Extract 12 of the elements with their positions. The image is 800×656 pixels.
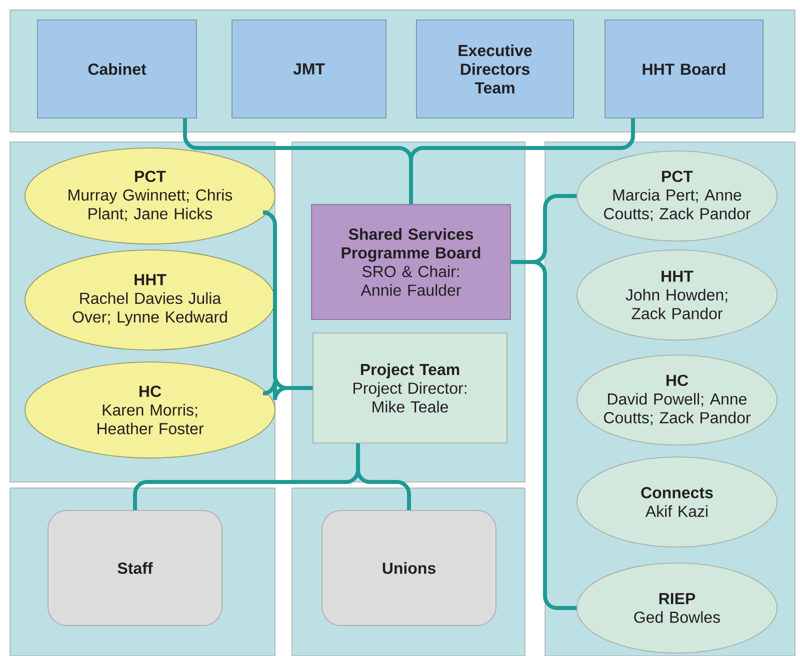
- connector: [356, 443, 411, 510]
- process-box: Executive Directors Team: [416, 20, 574, 118]
- connector: [261, 379, 313, 402]
- group-box: Unions: [322, 510, 496, 626]
- connector: [409, 118, 635, 204]
- process-box: JMT: [232, 20, 386, 118]
- process-box: HHT Board: [604, 20, 764, 118]
- process-box: Shared Services Programme Board SRO & Chair: Annie Faulder: [311, 204, 511, 320]
- process-box: Cabinet: [37, 20, 197, 118]
- process-box: Project Team Project Director: Mike Teale: [312, 332, 508, 444]
- connector: [510, 260, 577, 610]
- group-box: Staff: [48, 510, 222, 626]
